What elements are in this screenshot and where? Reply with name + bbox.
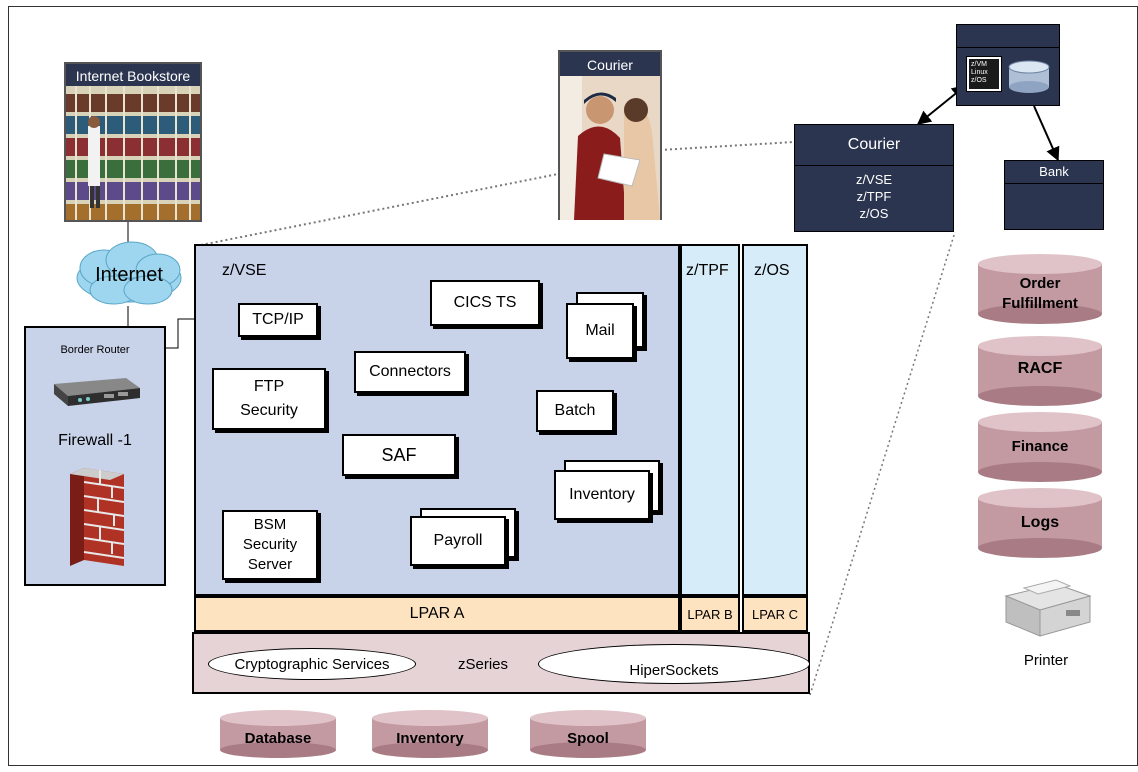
connectors-label: Connectors — [369, 363, 451, 380]
printer-label: Printer — [1023, 652, 1069, 669]
lpar-c-label: LPAR C — [752, 606, 798, 622]
inventory-label: Inventory — [569, 486, 635, 503]
firewall-panel: Border Router Firewall -1 — [24, 326, 166, 586]
mainframe-os-line-3: z/OS — [971, 77, 987, 84]
tcpip-label: TCP/IP — [252, 311, 304, 328]
tcpip-box: TCP/IP — [238, 303, 318, 337]
logs-cylinder-icon — [978, 488, 1102, 558]
zos-title: z/OS — [754, 262, 790, 279]
courier-system-box: Courier z/VSE z/TPF z/OS — [794, 124, 954, 232]
crypto-services-label: Cryptographic Services — [234, 655, 390, 673]
inventory-db-cylinder: Inventory — [372, 710, 488, 758]
spool-label: Spool — [567, 730, 609, 747]
bookstore-panel: Internet Bookstore — [64, 62, 202, 222]
inventory-db-cylinder-icon — [372, 710, 488, 758]
courier-system-title: Courier — [795, 125, 953, 166]
bsm-security-label: Security — [242, 536, 298, 553]
crypto-services-ellipse: Cryptographic Services — [208, 648, 416, 680]
ftp-label: FTP — [253, 378, 285, 395]
lpar-b-label: LPAR B — [687, 606, 733, 622]
mainframe-os-line-2: Linux — [971, 69, 988, 76]
mainframe-header-bar — [957, 25, 1059, 48]
bsm-label: BSM — [253, 516, 287, 533]
mainframe-os-line-1: z/VM — [971, 61, 987, 68]
finance-label: Finance — [1011, 438, 1069, 455]
hipersockets-label: HiperSockets — [629, 661, 719, 679]
disk-storage-icon — [1008, 60, 1050, 93]
courier-system-os-1: z/VSE — [855, 172, 893, 187]
router-icon — [54, 378, 140, 406]
zos-lpar: z/OS — [742, 244, 808, 596]
zseries-bar: Cryptographic Services zSeries HiperSock… — [192, 632, 810, 694]
ftp-security-box: FTP Security — [212, 368, 326, 430]
courier-system-os-2: z/TPF — [856, 189, 892, 204]
lpar-b-bar: LPAR B — [680, 596, 740, 632]
inventory-box: Inventory — [554, 470, 650, 520]
finance-cylinder-icon — [978, 412, 1102, 482]
logs-cylinder: Logs — [978, 488, 1102, 558]
payroll-label: Payroll — [433, 532, 483, 549]
ztpf-lpar: z/TPF — [680, 244, 740, 596]
internet-cloud — [76, 241, 182, 305]
ftp-security-label: Security — [240, 402, 298, 419]
spool-cylinder: Spool — [530, 710, 646, 758]
bank-title: Bank — [1005, 161, 1103, 184]
ztpf-title: z/TPF — [686, 262, 729, 279]
bsm-server-box: BSM Security Server — [222, 510, 318, 580]
brick-wall-icon — [70, 468, 124, 566]
zseries-label: zSeries — [458, 656, 509, 673]
database-cylinder-icon — [220, 710, 336, 758]
courier-system-os-3: z/OS — [859, 206, 889, 221]
database-label: Database — [244, 730, 312, 747]
saf-box: SAF — [342, 434, 456, 476]
courier-photo-title: Courier — [587, 57, 633, 73]
bookshelf-photo — [66, 86, 200, 220]
dotted-link-courier-system — [659, 141, 795, 151]
order-label: Order — [1019, 275, 1061, 292]
printer-icon — [1004, 579, 1092, 637]
lpar-a-bar: LPAR A — [194, 596, 680, 632]
mainframe-icon-panel: z/VM Linux z/OS — [956, 24, 1060, 106]
mainframe-os-screen: z/VM Linux z/OS — [966, 56, 1002, 92]
zvse-title: z/VSE — [222, 262, 267, 279]
racf-cylinder: RACF — [978, 336, 1102, 406]
bookstore-title: Internet Bookstore — [75, 68, 191, 84]
order-fulfillment-cylinder: Order Fulfillment — [978, 254, 1102, 324]
spool-cylinder-icon — [530, 710, 646, 758]
border-router-label: Border Router — [60, 344, 130, 356]
lpar-c-bar: LPAR C — [742, 596, 808, 632]
cics-label: CICS TS — [453, 294, 517, 311]
internet-label: Internet — [95, 264, 163, 286]
firewall-label: Firewall -1 — [58, 432, 132, 449]
arrow-mainframe-bank — [1033, 105, 1060, 162]
payroll-box: Payroll — [410, 516, 506, 566]
bsm-server-label: Server — [247, 556, 293, 573]
inventory-db-label: Inventory — [396, 730, 464, 747]
fulfillment-label: Fulfillment — [1002, 295, 1078, 312]
courier-photo-panel: Courier — [558, 50, 662, 220]
cics-box: CICS TS — [430, 280, 540, 326]
bank-box: Bank — [1004, 160, 1104, 230]
lpar-a-label: LPAR A — [409, 605, 465, 622]
hipersockets-ellipse: HiperSockets — [538, 644, 810, 684]
batch-label: Batch — [554, 402, 596, 419]
racf-label: RACF — [1017, 360, 1063, 377]
database-cylinder: Database — [220, 710, 336, 758]
dotted-link-courier-zvse — [195, 173, 559, 247]
mail-box: Mail — [566, 303, 634, 359]
racf-cylinder-icon — [978, 336, 1102, 406]
order-fulfillment-label: Order Fulfillment — [978, 274, 1102, 314]
mail-label: Mail — [585, 322, 615, 339]
batch-box: Batch — [536, 390, 614, 432]
dotted-link-zos — [809, 231, 956, 696]
order-fulfillment-cylinder-icon — [978, 254, 1102, 324]
courier-photo — [560, 76, 660, 220]
saf-label: SAF — [381, 444, 417, 465]
logs-label: Logs — [1020, 514, 1060, 531]
connectors-box: Connectors — [354, 351, 466, 393]
finance-cylinder: Finance — [978, 412, 1102, 482]
